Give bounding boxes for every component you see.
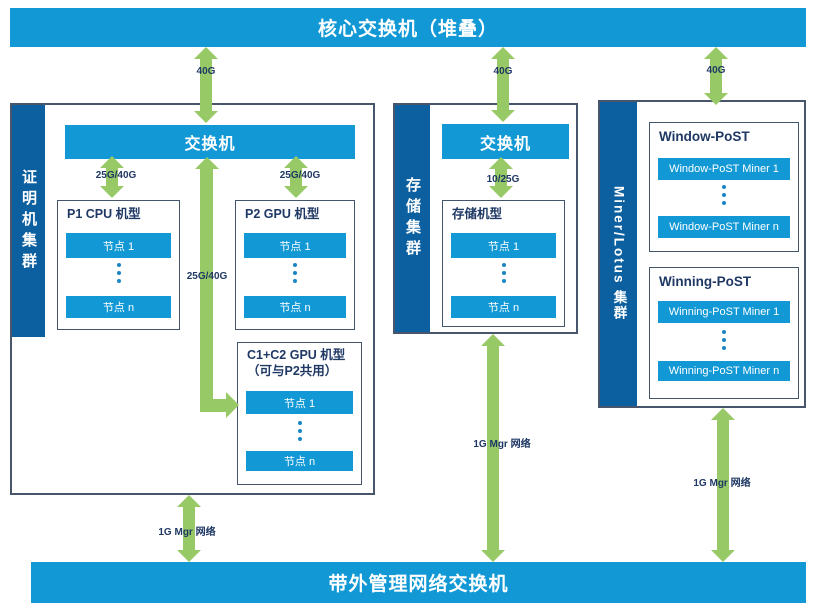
arrow-core-to-miner [704,47,728,105]
storage-cluster-box: 存储集群 交换机 存储机型 节点 1 节点 n [393,103,578,334]
storage-node-last: 节点 n [451,296,556,318]
arrow-switch-to-storage-box [489,157,513,198]
oob-mgmt-switch-bar: 带外管理网络交换机 [31,562,806,603]
arrow-core-to-storage [491,47,515,122]
window-post-box: Window-PoST Window-PoST Miner 1 Window-P… [649,122,799,252]
proving-cluster-sidebar: 证明机集群 [12,105,45,337]
link-label-mgmt-miner: 1G Mgr 网络 [693,478,751,489]
winning-post-miner-first: Winning-PoST Miner 1 [658,301,790,323]
winning-post-title: Winning-PoST [659,274,752,289]
proving-cluster-box: 证明机集群 交换机 P1 CPU 机型 节点 1 节点 n P2 GPU 机型 … [10,103,375,495]
storage-machine-title: 存储机型 [452,207,503,221]
c1c2-title-line2: （可与P2共用） [247,363,338,378]
window-post-title: Window-PoST [659,129,750,144]
storage-ellipsis-dots [501,263,506,283]
p1-node-last: 节点 n [66,296,171,318]
p1-node-first: 节点 1 [66,233,171,258]
c1c2-node-last: 节点 n [246,451,353,471]
p2-node-first: 节点 1 [244,233,346,258]
storage-cluster-sidebar: 存储集群 [395,105,430,332]
core-switch-label: 核心交换机（堆叠） [317,19,498,40]
miner-lotus-sidebar-label: Miner/Lotus 集群 [611,186,627,322]
link-label-core-miner: 40G [706,65,726,76]
proving-switch-label: 交换机 [184,136,236,153]
p1-ellipsis-dots [116,263,121,283]
window-post-miner-first: Window-PoST Miner 1 [658,158,790,180]
p2-gpu-title: P2 GPU 机型 [245,207,320,221]
storage-switch-bar: 交换机 [442,124,569,159]
winning-post-box: Winning-PoST Winning-PoST Miner 1 Winnin… [649,267,799,399]
arrow-switch-to-c1c2-head-right [226,392,239,418]
storage-machine-box: 存储机型 节点 1 节点 n [442,200,565,327]
p2-node-last: 节点 n [244,296,346,318]
arrow-core-to-proving [194,47,218,123]
c1c2-node-first: 节点 1 [246,391,353,414]
link-label-mgmt-storage: 1G Mgr 网络 [473,439,531,450]
p1-cpu-box: P1 CPU 机型 节点 1 节点 n [57,200,180,330]
arrow-proving-to-mgmt [177,495,201,562]
core-switch-bar: 核心交换机（堆叠） [10,8,806,47]
arrow-miner-to-mgmt [711,408,735,562]
window-post-miner-last: Window-PoST Miner n [658,216,790,238]
link-label-switch-p2: 25G/40G [279,170,321,181]
winning-post-miner-last: Winning-PoST Miner n [658,361,790,381]
p2-ellipsis-dots [293,263,297,283]
storage-node-first: 节点 1 [451,233,556,258]
miner-lotus-sidebar: Miner/Lotus 集群 [600,102,637,406]
arrow-storage-to-mgmt [481,334,505,562]
window-post-ellipsis-dots [722,185,726,205]
oob-mgmt-switch-label: 带外管理网络交换机 [328,574,509,595]
arrow-switch-to-c1c2-head-up [195,157,219,169]
arrow-switch-to-p2 [284,156,308,198]
storage-cluster-sidebar-label: 存储集群 [404,176,421,261]
miner-lotus-cluster-box: Miner/Lotus 集群 Window-PoST Window-PoST M… [598,100,806,408]
proving-switch-bar: 交换机 [65,125,355,159]
link-label-core-proving: 40G [196,66,216,77]
storage-switch-label: 交换机 [479,135,531,153]
winning-post-ellipsis-dots [722,330,726,350]
link-label-mgmt-proving: 1G Mgr 网络 [158,527,216,538]
link-label-switch-storage: 10/25G [486,174,520,185]
c1c2-ellipsis-dots [297,421,302,441]
link-label-switch-p1: 25G/40G [95,170,137,181]
p1-cpu-title: P1 CPU 机型 [67,207,141,221]
proving-cluster-sidebar-label: 证明机集群 [20,168,37,274]
p2-gpu-box: P2 GPU 机型 节点 1 节点 n [235,200,355,330]
arrow-switch-to-p1 [100,156,124,198]
c1c2-title-line1: C1+C2 GPU 机型 [247,348,346,362]
link-label-core-storage: 40G [493,66,513,77]
link-label-switch-c1c2: 25G/40G [186,271,228,282]
c1c2-gpu-box: C1+C2 GPU 机型 （可与P2共用） 节点 1 节点 n [237,342,362,485]
